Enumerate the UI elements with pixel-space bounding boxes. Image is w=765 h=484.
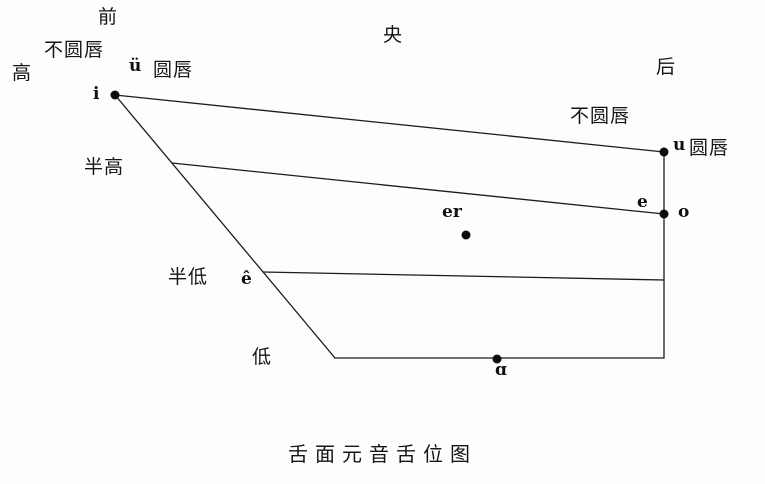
label-back: 后 — [656, 56, 677, 78]
vowel-e: e — [637, 192, 648, 212]
front-edge-line — [114, 94, 336, 359]
vowel-er: er — [442, 202, 462, 222]
label-central: 央 — [383, 24, 404, 46]
label-high: 高 — [12, 62, 33, 84]
label-back-rounded: 圆唇 — [689, 137, 730, 159]
dot-er — [461, 230, 471, 240]
label-front: 前 — [98, 6, 119, 28]
half-low-line — [262, 271, 665, 281]
label-half-low: 半低 — [168, 266, 209, 288]
dot-i-u-umlaut — [110, 90, 120, 100]
dot-e-o — [659, 209, 669, 219]
label-half-high: 半高 — [84, 156, 125, 178]
vowel-o: o — [678, 202, 690, 222]
vowel-a: ɑ — [495, 360, 507, 380]
label-front-rounded: 圆唇 — [153, 59, 194, 81]
label-front-unrounded: 不圆唇 — [44, 39, 105, 61]
dot-a — [492, 354, 502, 364]
label-low: 低 — [252, 346, 273, 368]
top-edge-line — [114, 94, 665, 153]
vowel-u-umlaut: ü — [129, 56, 142, 76]
vowel-u: u — [673, 135, 686, 155]
half-high-line — [171, 162, 665, 215]
figure-caption: 舌面元音舌位图 — [288, 442, 477, 466]
vowel-i: i — [93, 84, 100, 104]
vowel-e-circumflex: ê — [241, 269, 252, 289]
label-back-unrounded: 不圆唇 — [570, 105, 631, 127]
dot-u — [659, 147, 669, 157]
